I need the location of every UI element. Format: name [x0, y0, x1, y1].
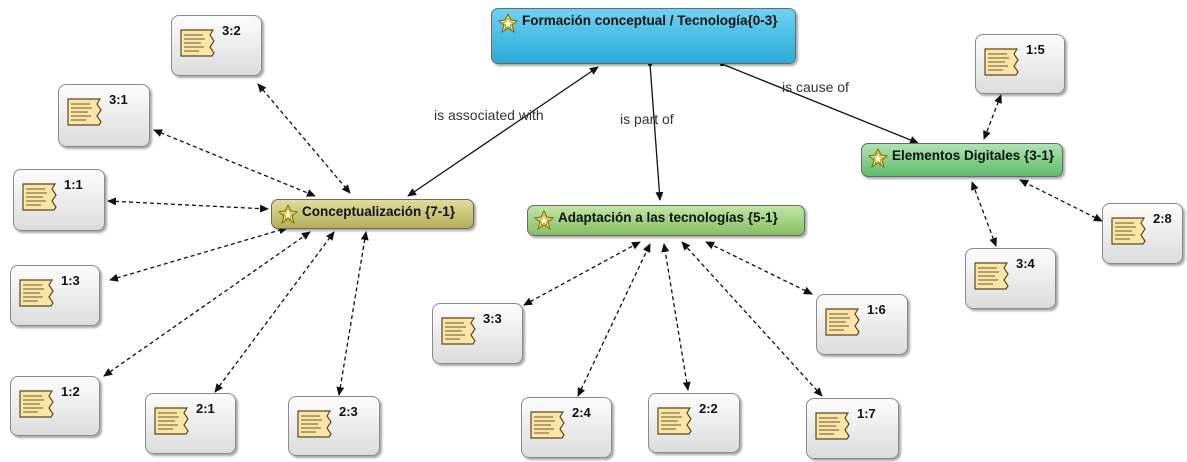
quotation-1-3[interactable]: 1:3 — [10, 265, 100, 326]
quotation-label: 1:3 — [61, 273, 80, 288]
quotation-3-2[interactable]: 3:2 — [171, 15, 262, 76]
document-icon — [297, 410, 332, 438]
code-node-formacion[interactable]: Formación conceptual / Tecnología{0-3} — [491, 8, 796, 64]
quotation-1-1[interactable]: 1:1 — [13, 169, 105, 231]
code-star-icon — [868, 148, 888, 168]
link-1-2 — [103, 231, 311, 377]
link-2-8 — [1019, 179, 1103, 222]
code-star-icon — [498, 13, 518, 33]
document-icon — [154, 407, 189, 435]
quotation-label: 1:6 — [867, 302, 886, 317]
document-icon — [22, 183, 57, 211]
quotation-3-1[interactable]: 3:1 — [58, 84, 150, 147]
quotation-label: 2:4 — [572, 405, 591, 420]
quotation-3-4[interactable]: 3:4 — [965, 248, 1056, 309]
code-label: Elementos Digitales {3-1} — [892, 148, 1055, 163]
document-icon — [67, 98, 102, 126]
quotation-label: 2:3 — [339, 404, 358, 419]
link-1-6 — [705, 241, 813, 295]
document-icon — [657, 407, 692, 435]
document-icon — [19, 279, 54, 307]
quotation-1-2[interactable]: 1:2 — [10, 376, 100, 436]
document-icon — [19, 390, 54, 418]
label-cause-of: is cause of — [782, 79, 849, 95]
edge-part-of — [647, 61, 664, 201]
edge-cause-of — [719, 61, 919, 144]
quotation-1-5[interactable]: 1:5 — [975, 34, 1065, 94]
link-1-1 — [107, 197, 269, 213]
quotation-3-3[interactable]: 3:3 — [432, 303, 523, 364]
document-icon — [441, 317, 476, 345]
quotation-label: 3:2 — [222, 23, 241, 38]
document-icon — [1111, 217, 1146, 245]
code-star-icon — [278, 204, 298, 224]
document-icon — [180, 29, 215, 57]
link-3-1 — [153, 129, 316, 197]
code-node-elementos[interactable]: Elementos Digitales {3-1} — [861, 143, 1063, 177]
document-icon — [984, 48, 1019, 76]
quotation-label: 1:1 — [64, 177, 83, 192]
quotation-2-2[interactable]: 2:2 — [648, 393, 740, 453]
link-2-1 — [214, 231, 335, 393]
link-3-2 — [257, 83, 351, 194]
code-node-adaptacion[interactable]: Adaptación a las tecnologías {5-1} — [527, 205, 805, 236]
quotation-2-8[interactable]: 2:8 — [1102, 203, 1183, 264]
quotation-label: 1:5 — [1026, 42, 1045, 57]
document-icon — [815, 412, 850, 440]
link-2-3 — [336, 231, 369, 396]
code-label: Conceptualización {7-1} — [302, 204, 456, 219]
link-2-2 — [661, 243, 691, 391]
quotation-2-4[interactable]: 2:4 — [521, 397, 612, 458]
label-part-of: is part of — [620, 111, 674, 127]
link-1-5 — [983, 94, 1002, 140]
code-star-icon — [534, 210, 554, 230]
quotation-label: 2:1 — [196, 401, 215, 416]
document-icon — [974, 262, 1009, 290]
code-node-conceptualizacion[interactable]: Conceptualización {7-1} — [271, 199, 474, 229]
quotation-label: 3:3 — [483, 311, 502, 326]
link-3-4 — [971, 181, 997, 247]
quotation-label: 1:7 — [857, 406, 876, 421]
edge-associated — [407, 66, 599, 197]
quotation-2-1[interactable]: 2:1 — [145, 393, 236, 454]
quotation-label: 1:2 — [61, 384, 80, 399]
link-2-4 — [577, 243, 651, 397]
quotation-1-6[interactable]: 1:6 — [816, 294, 908, 355]
document-icon — [825, 308, 860, 336]
link-3-3 — [523, 241, 641, 306]
quotation-label: 3:1 — [109, 92, 128, 107]
quotation-1-7[interactable]: 1:7 — [806, 398, 899, 459]
code-label: Formación conceptual / Tecnología{0-3} — [522, 13, 778, 28]
code-label: Adaptación a las tecnologías {5-1} — [558, 210, 778, 225]
quotation-2-3[interactable]: 2:3 — [288, 396, 380, 456]
document-icon — [530, 411, 565, 439]
quotation-label: 2:8 — [1153, 211, 1172, 226]
quotation-label: 2:2 — [699, 401, 718, 416]
quotation-label: 3:4 — [1016, 256, 1035, 271]
link-1-3 — [109, 226, 288, 282]
label-associated: is associated with — [434, 107, 544, 123]
